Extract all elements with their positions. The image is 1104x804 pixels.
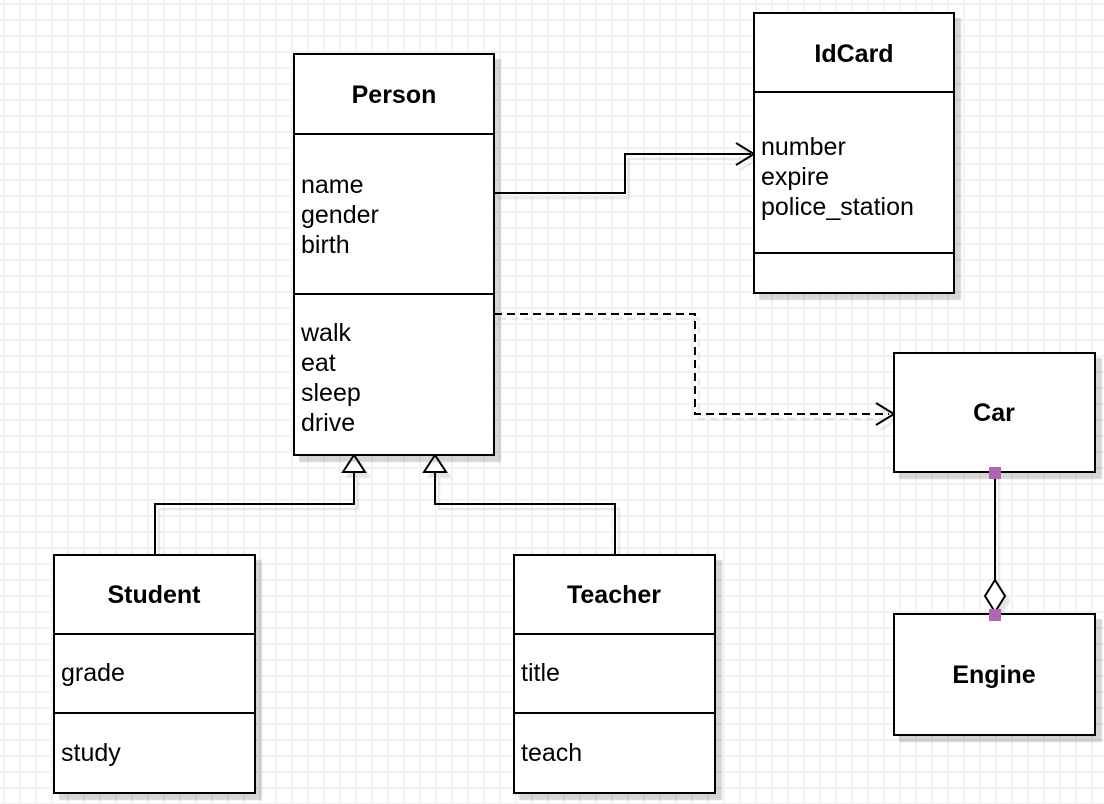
- edge-aggregation-car-engine[interactable]: [983, 473, 1007, 614]
- generalization-line: [434, 472, 616, 555]
- attribute: grade: [61, 659, 125, 687]
- class-box: [53, 554, 256, 794]
- method: study: [61, 739, 121, 767]
- class-title: Teacher: [567, 581, 661, 609]
- attribute: police_station: [761, 193, 914, 221]
- class-person[interactable]: Person name gender birth walk eat sleep …: [293, 53, 495, 456]
- dependency-line: [494, 313, 889, 415]
- class-box: [513, 554, 716, 794]
- class-box: [753, 12, 955, 294]
- method: eat: [301, 349, 336, 377]
- connection-point-handle[interactable]: [989, 467, 1001, 479]
- class-box: [293, 53, 495, 456]
- class-title: Person: [352, 81, 437, 109]
- attribute: name: [301, 171, 364, 199]
- attribute: birth: [301, 231, 350, 259]
- attribute: title: [521, 659, 560, 687]
- hollow-triangle-arrowhead: [341, 453, 367, 473]
- attribute: number: [761, 133, 846, 161]
- class-box: [893, 613, 1096, 736]
- connection-point-handle[interactable]: [989, 609, 1001, 621]
- class-title: Student: [107, 581, 201, 609]
- edge-association-person-idcard[interactable]: [494, 142, 756, 194]
- attribute: gender: [301, 201, 379, 229]
- class-idcard[interactable]: IdCard number expire police_station: [753, 12, 955, 294]
- class-title: Engine: [952, 661, 1035, 689]
- attribute: expire: [761, 163, 829, 191]
- method: walk: [300, 319, 352, 347]
- edge-generalization-student-person[interactable]: [154, 453, 367, 555]
- class-box: [893, 352, 1096, 473]
- class-car[interactable]: Car: [893, 352, 1096, 473]
- association-line: [494, 153, 751, 194]
- hollow-diamond-marker: [983, 578, 1007, 614]
- class-student[interactable]: Student grade study: [53, 554, 256, 794]
- class-title: Car: [973, 399, 1015, 427]
- edge-generalization-teacher-person[interactable]: [422, 453, 616, 555]
- method: teach: [521, 739, 582, 767]
- class-engine[interactable]: Engine: [893, 613, 1096, 736]
- hollow-triangle-arrowhead: [422, 453, 448, 473]
- method: drive: [301, 409, 355, 437]
- class-teacher[interactable]: Teacher title teach: [513, 554, 716, 794]
- class-title: IdCard: [814, 40, 893, 68]
- edge-dependency-person-car[interactable]: [494, 313, 896, 426]
- method: sleep: [301, 379, 361, 407]
- generalization-line: [154, 472, 355, 555]
